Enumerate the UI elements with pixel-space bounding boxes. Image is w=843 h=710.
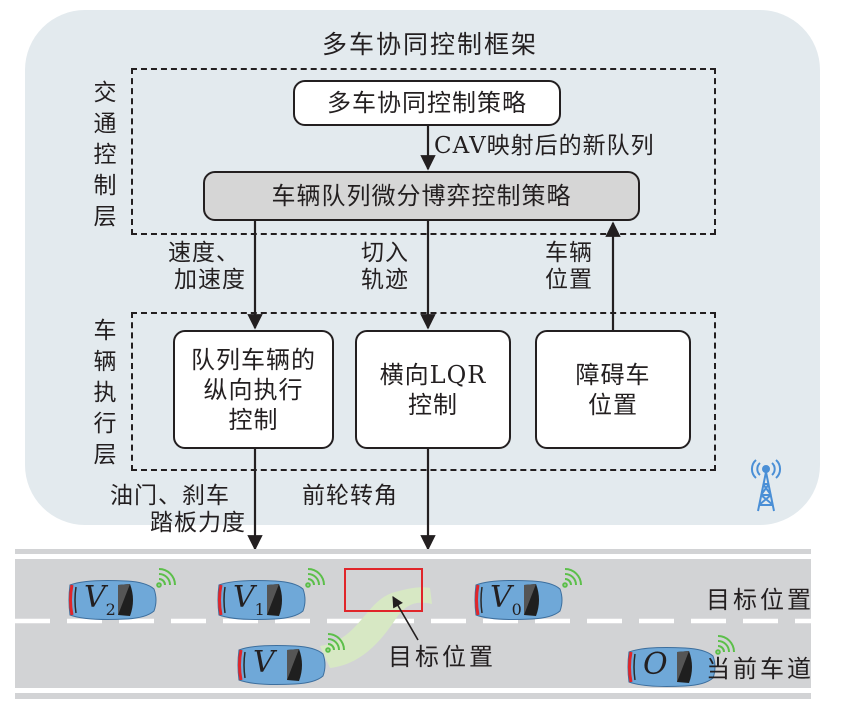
cut-in-trajectory-label: 切入 轨迹 (361, 240, 409, 294)
vehicle-label: O (643, 648, 668, 682)
throttle-brake-label: 油门、刹车 踏板力度 (110, 483, 246, 537)
vehicle-position-line: 位置 (545, 267, 593, 293)
lateral-lqr-control-box: 横向LQR 控制 (355, 330, 511, 449)
vehicle-o: O (625, 635, 735, 696)
vehicle-label-main: V (490, 580, 512, 615)
vehicle-execution-layer (131, 312, 716, 471)
lane-change-trajectory (320, 587, 432, 668)
cut-in-label-line: 切入 (361, 240, 409, 266)
throttle-label-line: 踏板力度 (150, 510, 246, 536)
vehicle-label: V (253, 646, 275, 680)
target-position-box (344, 568, 423, 612)
lane-divider (15, 618, 811, 624)
cav-mapping-label: CAV映射后的新队列 (434, 133, 655, 159)
longitudinal-control-box: 队列车辆的 纵向执行 控制 (173, 330, 334, 449)
vehicle-label-subscript: 2 (105, 600, 116, 619)
speed-label-line: 速度、 (168, 240, 240, 266)
vehicle-v2: V2 (66, 568, 176, 629)
framework-title: 多车协同控制框架 (321, 30, 538, 59)
vehicle-label-subscript: 0 (511, 600, 522, 619)
vehicle-layer-label-text: 车辆执行层 (93, 318, 117, 468)
vehicle-label-main: O (643, 647, 668, 682)
target-pointer-arrow (392, 596, 419, 641)
vehicle-label: V0 (490, 581, 522, 627)
multi-vehicle-strategy-text: 多车协同控制策略 (327, 89, 527, 117)
longitudinal-control-line: 队列车辆的 (191, 345, 316, 374)
vehicle-layer-label: 车辆执行层 (92, 316, 118, 471)
longitudinal-control-line: 纵向执行 (203, 375, 304, 404)
differential-game-strategy-text: 车辆队列微分博弈控制策略 (271, 182, 572, 210)
wireless-signal-icon (156, 568, 176, 588)
wireless-signal-icon (715, 635, 735, 655)
steering-angle-label: 前轮转角 (302, 483, 398, 509)
traffic-layer-label: 交通控制层 (92, 78, 118, 233)
lateral-control-line: 控制 (408, 390, 458, 419)
road-edge-bottom (15, 688, 811, 693)
obstacle-position-line: 障碍车 (575, 360, 651, 389)
car-icon (68, 568, 176, 620)
vehicle-v0: V0 (472, 568, 582, 629)
traffic-layer-label-text: 交通控制层 (93, 80, 117, 230)
cut-in-label-line: 轨迹 (361, 267, 409, 293)
vehicle-position-line: 车辆 (545, 240, 593, 266)
multi-vehicle-strategy-box: 多车协同控制策略 (293, 80, 561, 126)
longitudinal-control-line: 控制 (228, 405, 279, 434)
speed-acceleration-label: 速度、 加速度 (160, 240, 246, 294)
traffic-control-layer (131, 68, 716, 235)
vehicle-v1: V1 (215, 568, 325, 629)
wireless-signal-icon (562, 568, 582, 588)
car-icon (627, 635, 735, 687)
vehicle-position-label: 车辆 位置 (545, 240, 593, 294)
obstacle-position-line: 位置 (588, 390, 638, 419)
throttle-label-line: 油门、刹车 (110, 483, 230, 509)
car-icon (217, 568, 325, 620)
speed-label-line: 加速度 (174, 267, 246, 293)
vehicle-label-main: V (233, 580, 255, 615)
vehicle-v: V (235, 633, 345, 694)
vehicle-label-main: V (253, 645, 275, 680)
road-edge-top (15, 554, 811, 559)
communication-tower-icon (750, 459, 782, 512)
car-icon (474, 568, 582, 620)
wireless-signal-icon (305, 568, 325, 588)
current-lane-label: 当前车道 (706, 655, 814, 683)
vehicle-label: V1 (233, 581, 265, 627)
vehicle-label: V2 (84, 581, 116, 627)
wireless-signal-icon (325, 633, 345, 653)
vehicle-label-main: V (84, 580, 106, 615)
vehicle-label-subscript: 1 (254, 600, 265, 619)
car-icon (237, 633, 345, 685)
target-pointer-label: 目标位置 (388, 643, 496, 671)
obstacle-position-box: 障碍车 位置 (535, 330, 691, 449)
lateral-control-line: 横向LQR (379, 360, 487, 389)
differential-game-strategy-box: 车辆队列微分博弈控制策略 (203, 171, 640, 221)
target-lane-label: 目标位置 (706, 586, 814, 614)
